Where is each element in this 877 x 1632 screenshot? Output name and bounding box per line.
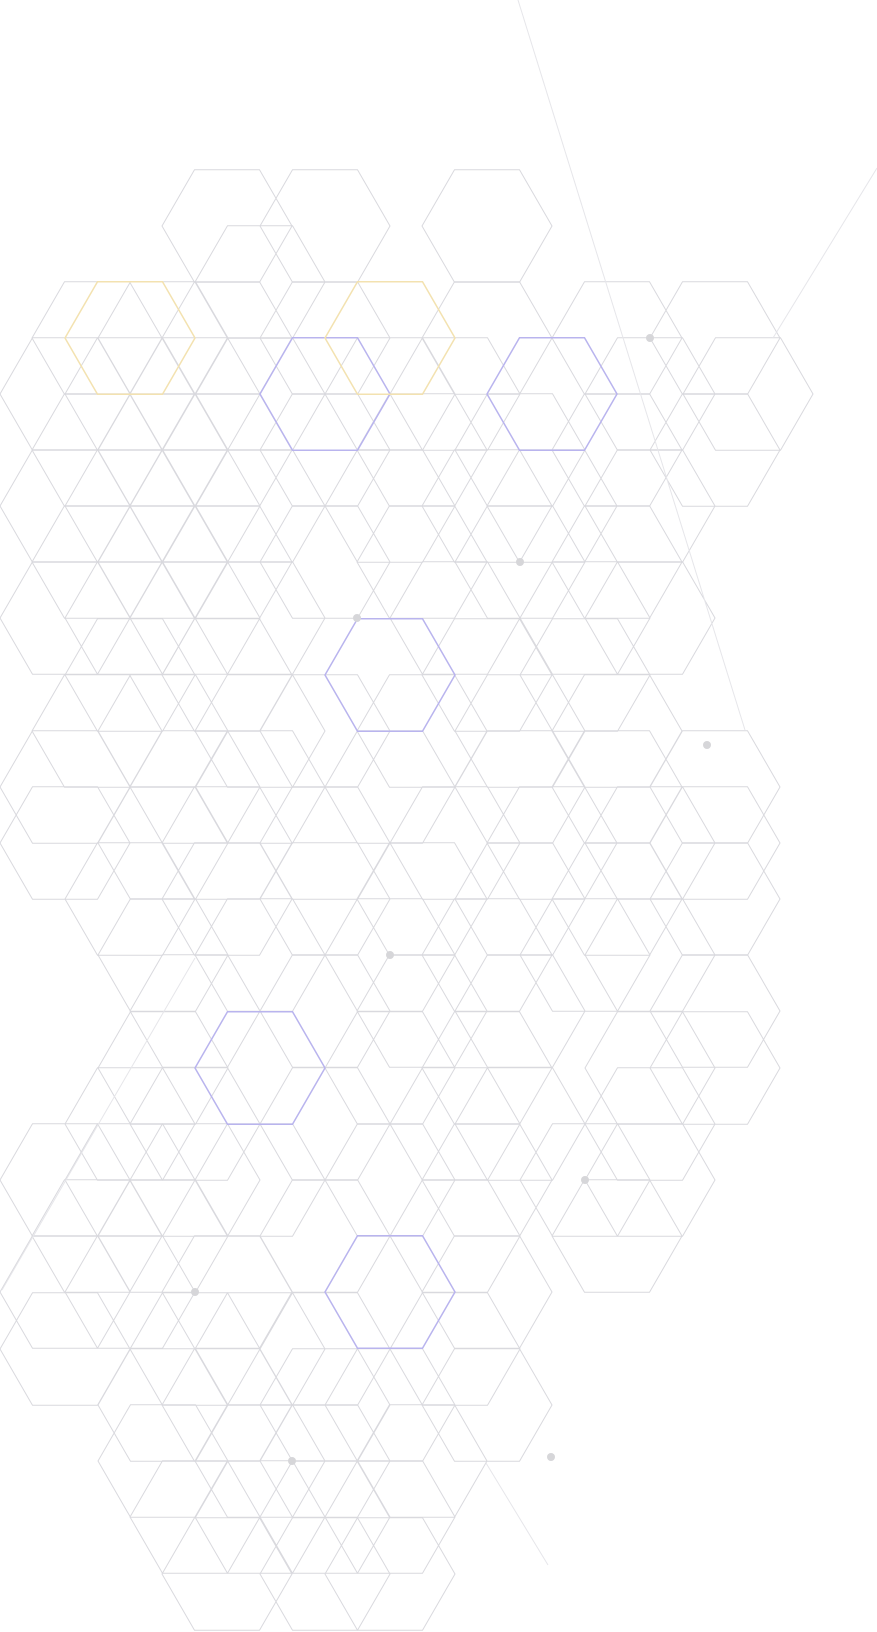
grid-hexagon (584, 1067, 716, 1181)
grid-hexagon (421, 1348, 553, 1462)
highlight-hexagon-yellow (64, 280, 196, 396)
connector-dot (703, 741, 711, 749)
connector-dot (581, 1176, 589, 1184)
connector-dots (191, 334, 711, 1465)
highlight-hexagon-purple (324, 1234, 456, 1350)
grid-hexagon (194, 674, 326, 788)
connector-dot (386, 951, 394, 959)
grid-hexagon (259, 1517, 391, 1631)
grid-hexagon (0, 1235, 131, 1349)
grid-hexagon (519, 898, 651, 1012)
grid-hexagon (682, 337, 814, 451)
connector-dot (353, 614, 361, 622)
connector-dot (646, 334, 654, 342)
highlight-hexagon-yellow (324, 280, 456, 396)
grid-hexagon (259, 505, 391, 619)
connector-dot (516, 558, 524, 566)
highlight-hexagon-purple (486, 336, 618, 452)
grid-hexagon (0, 1292, 131, 1406)
grid-hexagon (324, 1460, 456, 1574)
connector-dot (547, 1453, 555, 1461)
highlight-hexagon-purple (194, 1010, 326, 1126)
connector-dot (191, 1288, 199, 1296)
grid-hexagon (421, 169, 553, 283)
connector-dot (288, 1457, 296, 1465)
grid-hexagon (584, 1123, 716, 1237)
grid-hexagon (161, 1517, 293, 1631)
long-diagonal-lines (1, 0, 877, 1566)
grid-hexagon (649, 393, 781, 507)
hexagon-grid-lines (0, 169, 814, 1631)
grid-hexagon (324, 1517, 456, 1631)
